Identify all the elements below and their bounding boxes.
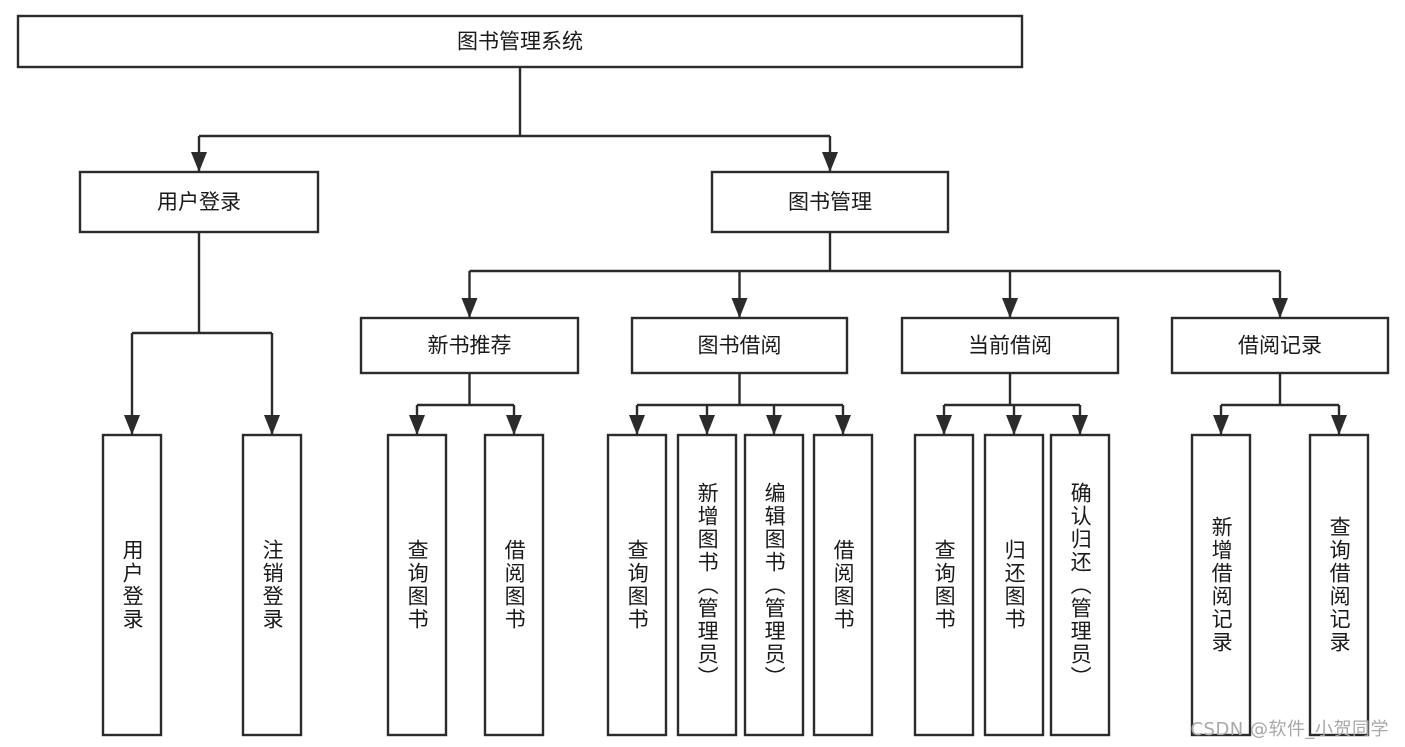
arrow-book-manage-book-borrow (731, 298, 748, 318)
node-box-leaf-query-book-1[interactable] (386, 433, 448, 737)
arrow-book-manage-current-borrow (1002, 298, 1018, 318)
node-label-borrow-record: 借阅记录 (1238, 334, 1322, 358)
arrow-new-book-rec-leaf-query-book-1 (409, 415, 425, 435)
arrow-book-borrow-leaf-borrow-book-2 (835, 415, 851, 435)
node-label-book-borrow: 图书借阅 (698, 334, 782, 358)
arrow-book-manage-borrow-record (1272, 298, 1288, 318)
boxes-layer (16, 14, 1390, 737)
node-box-root[interactable] (16, 14, 1024, 69)
arrow-borrow-record-leaf-add-record (1213, 415, 1229, 435)
arrow-current-borrow-leaf-return-book (1006, 415, 1022, 435)
node-box-leaf-return-book[interactable] (983, 433, 1045, 737)
node-box-leaf-query-record[interactable] (1308, 433, 1370, 737)
arrow-book-manage-new-book-rec (461, 298, 478, 318)
node-box-user-login[interactable] (78, 170, 320, 234)
arrow-current-borrow-leaf-query-book-3 (936, 415, 952, 435)
arrow-book-borrow-leaf-query-book-2 (629, 415, 645, 435)
node-box-leaf-confirm-return[interactable] (1049, 433, 1111, 737)
node-box-leaf-add-record[interactable] (1190, 433, 1252, 737)
node-box-leaf-logout[interactable] (241, 433, 303, 737)
arrow-book-borrow-leaf-edit-book (766, 415, 782, 435)
arrow-user-login-leaf-logout (264, 415, 280, 435)
node-box-leaf-query-book-3[interactable] (913, 433, 975, 737)
node-box-book-manage[interactable] (710, 170, 950, 234)
arrow-new-book-rec-leaf-borrow-book-1 (506, 415, 522, 435)
node-label-current-borrow: 当前借阅 (968, 334, 1052, 358)
arrow-book-borrow-leaf-add-book (699, 415, 715, 435)
arrow-root-user-login (191, 152, 207, 172)
node-box-leaf-query-book-2[interactable] (606, 433, 668, 737)
arrow-borrow-record-leaf-query-record (1331, 415, 1347, 435)
node-label-new-book-rec: 新书推荐 (428, 334, 512, 358)
edges-layer (124, 67, 1347, 435)
node-box-new-book-rec[interactable] (359, 316, 580, 375)
node-box-leaf-borrow-book-1[interactable] (483, 433, 545, 737)
node-box-leaf-borrow-book-2[interactable] (812, 433, 874, 737)
node-box-leaf-edit-book[interactable] (743, 433, 805, 737)
node-label-user-login: 用户登录 (157, 190, 241, 214)
node-box-leaf-user-login[interactable] (101, 433, 163, 737)
arrow-user-login-leaf-user-login (124, 415, 140, 435)
node-box-book-borrow[interactable] (630, 316, 849, 375)
node-label-book-manage: 图书管理 (788, 190, 872, 214)
node-box-current-borrow[interactable] (900, 316, 1120, 375)
csdn-watermark: CSDN @软件_小贺同学 (1190, 719, 1389, 740)
arrow-current-borrow-leaf-confirm-return (1072, 415, 1088, 435)
node-box-leaf-add-book[interactable] (676, 433, 738, 737)
node-label-root: 图书管理系统 (457, 30, 583, 54)
node-box-borrow-record[interactable] (1170, 316, 1390, 375)
arrow-root-book-manage (822, 152, 838, 172)
